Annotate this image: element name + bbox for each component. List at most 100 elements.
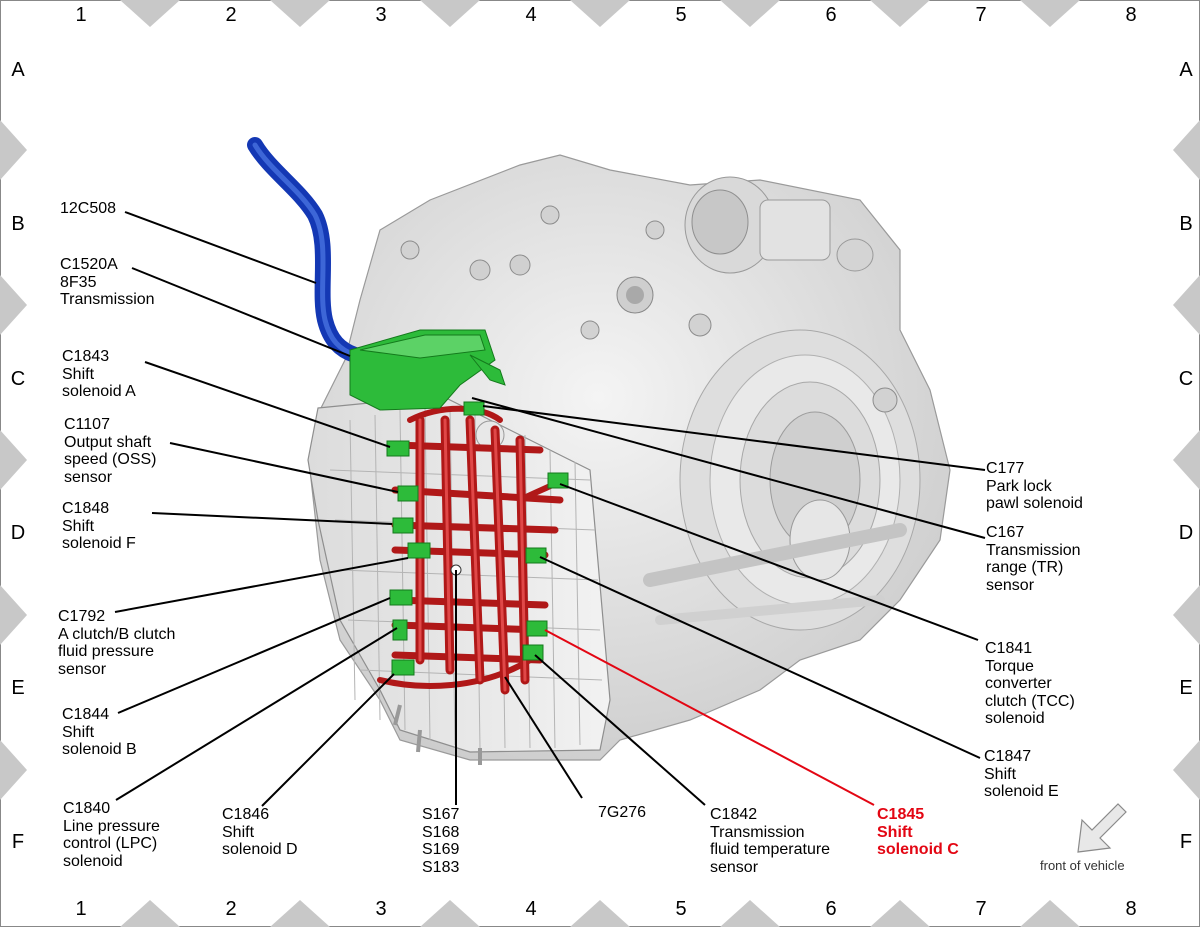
grid-row-label-c-left: C bbox=[10, 368, 26, 390]
grid-row-label-a-left: A bbox=[11, 59, 25, 81]
label-line: Line pressure bbox=[63, 817, 160, 835]
grid-col-label-4-bottom: 4 bbox=[525, 898, 537, 920]
label-line: C1792 bbox=[58, 608, 106, 625]
label-line: S183 bbox=[422, 858, 460, 876]
label-line: C1841 bbox=[985, 640, 1033, 657]
label-line: sensor bbox=[986, 576, 1035, 594]
label-line: Shift bbox=[984, 765, 1017, 783]
connector-c1846 bbox=[391, 659, 415, 676]
label-line: converter bbox=[985, 675, 1052, 692]
grid-col-label-2-bottom: 2 bbox=[225, 898, 237, 920]
grid-row-label-f-left: F bbox=[11, 831, 25, 853]
label-line: Shift bbox=[62, 365, 95, 383]
label-line: 7G276 bbox=[598, 804, 647, 821]
grid-row-label-c-right: C bbox=[1178, 368, 1194, 390]
grid-row-label-e-left: E bbox=[11, 677, 25, 699]
connector-c177 bbox=[463, 401, 485, 416]
label-line: Transmission bbox=[986, 541, 1081, 559]
grid-col-label-3-top: 3 bbox=[375, 4, 387, 26]
label-line: range (TR) bbox=[986, 559, 1064, 576]
label-line: 12C508 bbox=[60, 200, 117, 217]
label-c1107: C1107 Output shaft speed (OSS) sensor bbox=[64, 416, 156, 486]
label-line: Shift bbox=[877, 823, 913, 841]
leader-line-c1845 bbox=[544, 629, 875, 806]
label-c1847: C1847 Shift solenoid E bbox=[984, 748, 1059, 801]
label-c1843: C1843 Shift solenoid A bbox=[62, 348, 136, 401]
grid-col-label-7-bottom: 7 bbox=[975, 898, 987, 920]
label-c1792: C1792 A clutch/B clutch fluid pressure s… bbox=[58, 608, 175, 678]
label-line: Shift bbox=[222, 823, 255, 841]
label-line: C1107 bbox=[64, 416, 110, 433]
label-c1844: C1844 Shift solenoid B bbox=[62, 706, 137, 759]
label-c1841: C1841 Torque converter clutch (TCC) sole… bbox=[985, 640, 1075, 728]
label-line: S167 bbox=[422, 806, 460, 823]
label-line: Park lock bbox=[986, 477, 1052, 495]
label-line: solenoid A bbox=[62, 383, 136, 400]
label-line: fluid temperature bbox=[710, 841, 831, 858]
grid-col-label-6-bottom: 6 bbox=[825, 898, 837, 920]
label-12c508: 12C508 bbox=[60, 200, 116, 218]
label-c1845: C1845 Shift solenoid C bbox=[877, 806, 959, 859]
grid-col-label-8-bottom: 8 bbox=[1125, 898, 1137, 920]
label-line: speed (OSS) bbox=[64, 451, 157, 468]
grid-col-label-1-top: 1 bbox=[75, 4, 87, 26]
label-line: 8F35 bbox=[60, 273, 97, 291]
label-c1840: C1840 Line pressure control (LPC) soleno… bbox=[63, 800, 160, 870]
label-line: S168 bbox=[422, 823, 460, 841]
label-line: Shift bbox=[62, 723, 95, 741]
label-line: C1845 bbox=[877, 806, 925, 823]
label-line: Shift bbox=[62, 517, 95, 535]
label-line: Torque bbox=[985, 657, 1034, 675]
label-line: solenoid bbox=[985, 710, 1045, 727]
grid-col-label-1-bottom: 1 bbox=[75, 898, 87, 920]
label-line: sensor bbox=[58, 660, 107, 678]
connector-c1792 bbox=[407, 542, 431, 559]
grid-col-label-5-bottom: 5 bbox=[675, 898, 687, 920]
grid-row-label-a-right: A bbox=[1179, 59, 1193, 81]
connector-c1107 bbox=[397, 485, 419, 502]
label-line: C1842 bbox=[710, 806, 758, 823]
label-c1846: C1846 Shift solenoid D bbox=[222, 806, 298, 859]
grid-row-label-f-right: F bbox=[1179, 831, 1193, 853]
grid-row-label-b-left: B bbox=[11, 213, 25, 235]
label-line: C177 bbox=[986, 460, 1025, 477]
grid-col-label-3-bottom: 3 bbox=[375, 898, 387, 920]
label-line: C1844 bbox=[62, 706, 110, 723]
grid-row-label-b-right: B bbox=[1179, 213, 1193, 235]
connector-c1845 bbox=[526, 620, 548, 637]
label-line: solenoid D bbox=[222, 841, 298, 858]
grid-col-label-8-top: 8 bbox=[1125, 4, 1137, 26]
label-line: S169 bbox=[422, 841, 460, 858]
label-line: solenoid E bbox=[984, 783, 1059, 800]
connectors bbox=[349, 329, 569, 676]
label-c177: C177 Park lock pawl solenoid bbox=[986, 460, 1083, 513]
label-line: pawl solenoid bbox=[986, 495, 1083, 512]
label-line: C1848 bbox=[62, 500, 110, 517]
label-line: C1520A bbox=[60, 256, 118, 273]
label-c167: C167 Transmission range (TR) sensor bbox=[986, 524, 1081, 594]
label-line: C1847 bbox=[984, 748, 1032, 765]
label-line: C1840 bbox=[63, 800, 111, 817]
label-line: fluid pressure bbox=[58, 643, 155, 660]
label-7g276: 7G276 bbox=[598, 804, 646, 822]
connector-c1843 bbox=[386, 440, 410, 457]
label-line: solenoid C bbox=[877, 841, 959, 858]
front-of-vehicle-label: front of vehicle bbox=[1040, 858, 1125, 873]
label-line: Transmission bbox=[60, 291, 155, 308]
connector-c1848 bbox=[392, 517, 414, 534]
grid-col-label-2-top: 2 bbox=[225, 4, 237, 26]
grid-row-label-e-right: E bbox=[1179, 677, 1193, 699]
grid-row-label-d-right: D bbox=[1178, 522, 1194, 544]
wiring-harness-7g276 bbox=[377, 405, 568, 695]
label-c1520a: C1520A 8F35 Transmission bbox=[60, 256, 155, 309]
label-c1842: C1842 Transmission fluid temperature sen… bbox=[710, 806, 830, 876]
connector-c1847 bbox=[525, 547, 547, 564]
label-line: clutch (TCC) bbox=[985, 692, 1075, 710]
grid-col-label-7-top: 7 bbox=[975, 4, 987, 26]
label-line: A clutch/B clutch bbox=[58, 625, 176, 643]
connector-c1842 bbox=[522, 644, 544, 661]
grid-col-label-5-top: 5 bbox=[675, 4, 687, 26]
front-of-vehicle-arrow-icon bbox=[1077, 803, 1127, 853]
